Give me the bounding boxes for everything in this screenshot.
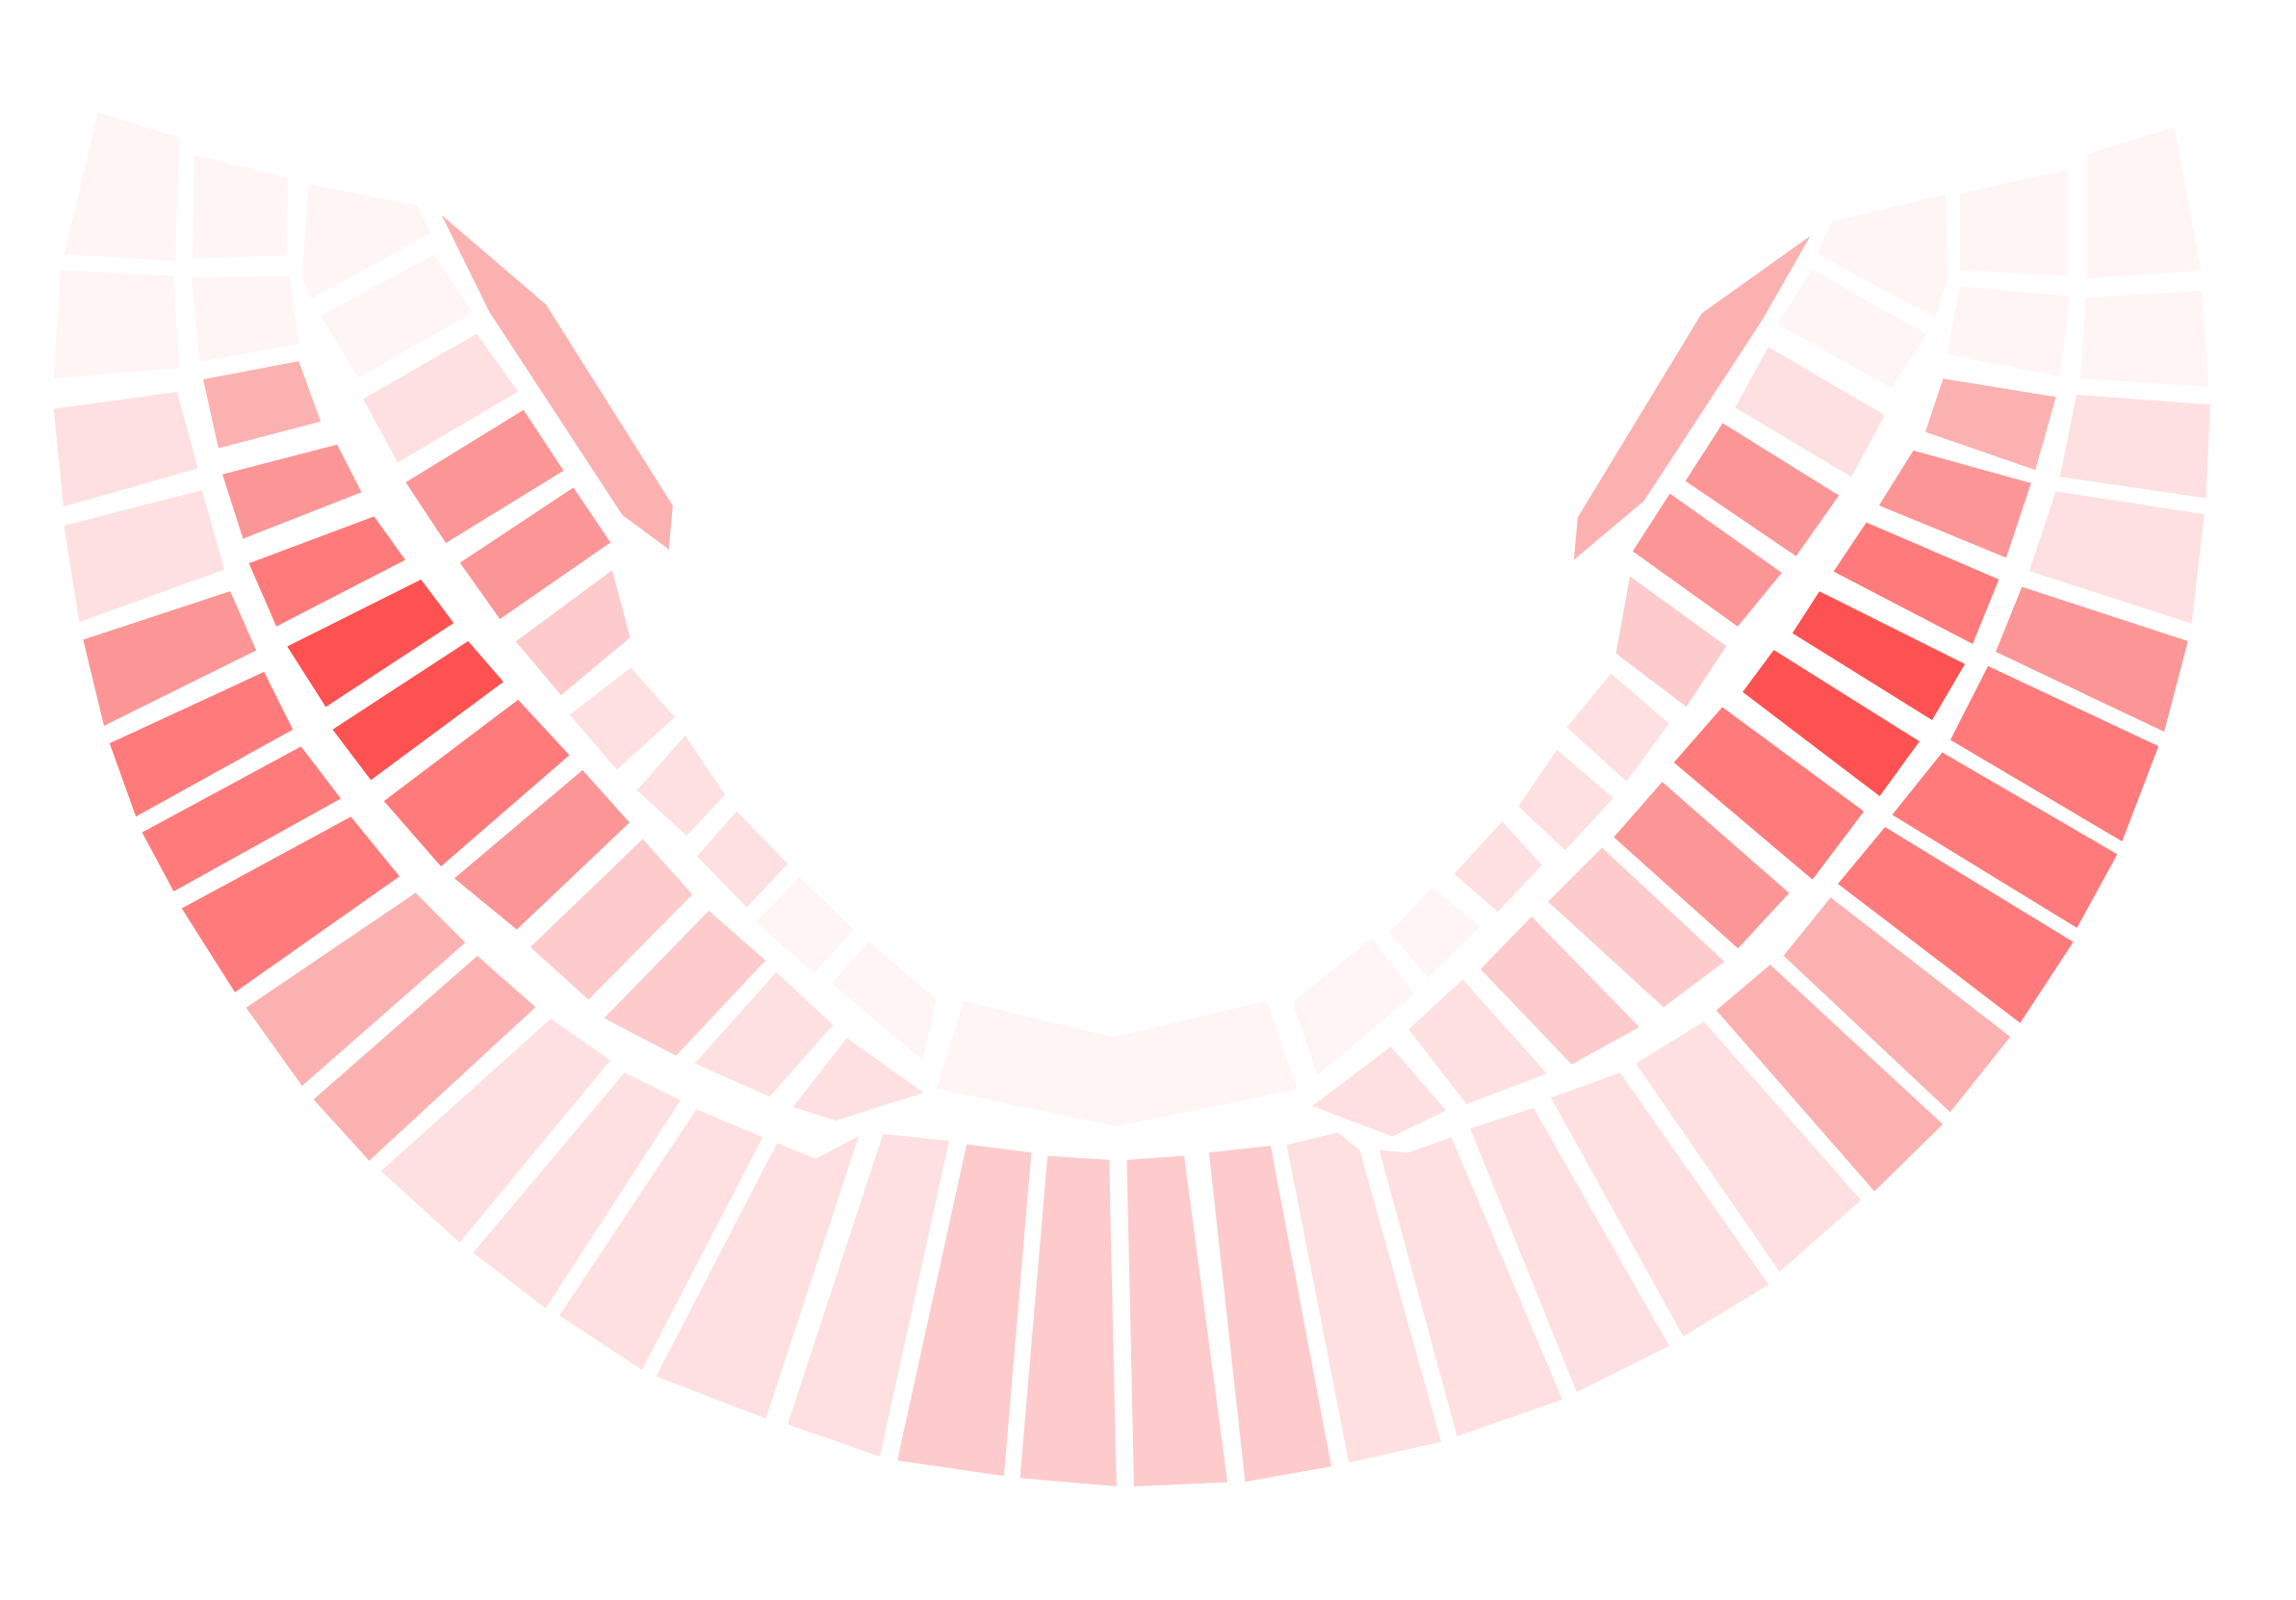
seat-section[interactable]: [2054, 390, 2215, 503]
seat-section[interactable]: [297, 178, 437, 305]
seat-section[interactable]: [1885, 746, 2124, 935]
seat-section[interactable]: [563, 661, 682, 777]
seat-section[interactable]: [243, 510, 412, 632]
seat-section[interactable]: [400, 403, 570, 550]
seat-section[interactable]: [1281, 1127, 1447, 1468]
seat-section[interactable]: [1920, 374, 2062, 477]
seat-section[interactable]: [1626, 487, 1789, 632]
seat-section[interactable]: [188, 149, 293, 264]
seat-section[interactable]: [631, 728, 731, 842]
seat-section[interactable]: [1629, 1016, 1868, 1278]
seat-section[interactable]: [357, 327, 525, 469]
seat-section[interactable]: [197, 355, 327, 454]
seat-section[interactable]: [307, 949, 543, 1168]
seat-section[interactable]: [1287, 932, 1421, 1083]
seat-section[interactable]: [240, 887, 473, 1093]
seat-section[interactable]: [1786, 585, 1972, 727]
seat-section[interactable]: [1541, 841, 1732, 1014]
seat-section[interactable]: [77, 585, 263, 733]
seat-section[interactable]: [2024, 486, 2209, 630]
seat-section[interactable]: [1811, 189, 1953, 324]
seat-section[interactable]: [1667, 701, 1870, 887]
seat-section[interactable]: [1826, 516, 2005, 651]
seat-section[interactable]: [104, 665, 299, 823]
seat-section[interactable]: [186, 271, 304, 368]
left-stand: [48, 107, 942, 1425]
seat-section[interactable]: [48, 265, 185, 383]
seat-section[interactable]: [1736, 644, 1926, 803]
seat-section[interactable]: [1729, 341, 1891, 483]
seat-section[interactable]: [1611, 568, 1733, 713]
seat-section[interactable]: [1383, 881, 1487, 985]
seat-section[interactable]: [136, 740, 348, 898]
seat-section[interactable]: [1710, 958, 1949, 1199]
seat-section[interactable]: [1607, 775, 1796, 955]
seat-section[interactable]: [1448, 814, 1548, 918]
seat-section[interactable]: [466, 1067, 687, 1315]
seat-section[interactable]: [1122, 1150, 1233, 1491]
seat-section[interactable]: [453, 481, 617, 626]
seat-section[interactable]: [1561, 667, 1676, 788]
seat-section[interactable]: [1464, 1102, 1676, 1399]
seat-section[interactable]: [1942, 281, 2075, 382]
seat-section[interactable]: [48, 386, 204, 513]
seat-section[interactable]: [782, 1128, 955, 1463]
seat-section[interactable]: [59, 484, 230, 629]
bottom-stand: [782, 995, 1447, 1491]
seat-section[interactable]: [175, 811, 406, 999]
seat-section[interactable]: [524, 832, 699, 1006]
seat-section[interactable]: [447, 763, 636, 936]
seat-section[interactable]: [1872, 445, 2037, 564]
seat-section[interactable]: [1955, 164, 2072, 281]
seat-section[interactable]: [553, 1103, 769, 1377]
seat-section[interactable]: [432, 204, 678, 558]
seat-section[interactable]: [1679, 417, 1845, 563]
seat-section[interactable]: [325, 634, 510, 787]
seat-section[interactable]: [596, 904, 772, 1062]
seat-section[interactable]: [2082, 121, 2206, 284]
seat-section[interactable]: [931, 995, 1303, 1131]
seat-section[interactable]: [1771, 263, 1933, 395]
seat-section[interactable]: [650, 1126, 866, 1425]
right-stand: [1287, 121, 2215, 1442]
seat-section[interactable]: [280, 574, 460, 713]
seat-section[interactable]: [1403, 972, 1555, 1110]
seat-section[interactable]: [891, 1139, 1037, 1482]
seat-section[interactable]: [1474, 910, 1647, 1071]
seat-section[interactable]: [1373, 1131, 1569, 1442]
seat-section[interactable]: [749, 870, 860, 980]
seat-section[interactable]: [690, 805, 794, 915]
seat-section[interactable]: [1544, 1067, 1775, 1343]
seat-section[interactable]: [1944, 659, 2164, 848]
seat-section[interactable]: [2075, 286, 2214, 392]
seat-section[interactable]: [377, 693, 577, 873]
seat-section[interactable]: [374, 1013, 617, 1250]
seat-section[interactable]: [217, 439, 368, 545]
seat-section[interactable]: [1203, 1141, 1337, 1487]
seat-section[interactable]: [1777, 890, 2017, 1120]
seat-section[interactable]: [786, 1031, 934, 1125]
seat-section[interactable]: [1303, 1041, 1454, 1142]
seat-section[interactable]: [687, 966, 839, 1102]
seat-section[interactable]: [314, 248, 479, 384]
seat-section[interactable]: [825, 935, 942, 1069]
seat-section[interactable]: [1015, 1150, 1122, 1491]
seat-section[interactable]: [1990, 581, 2194, 738]
seat-section[interactable]: [59, 107, 184, 267]
seat-section[interactable]: [1512, 743, 1620, 857]
seat-section[interactable]: [1831, 821, 2080, 1030]
seat-section[interactable]: [1568, 226, 1819, 571]
seat-section[interactable]: [509, 562, 635, 702]
